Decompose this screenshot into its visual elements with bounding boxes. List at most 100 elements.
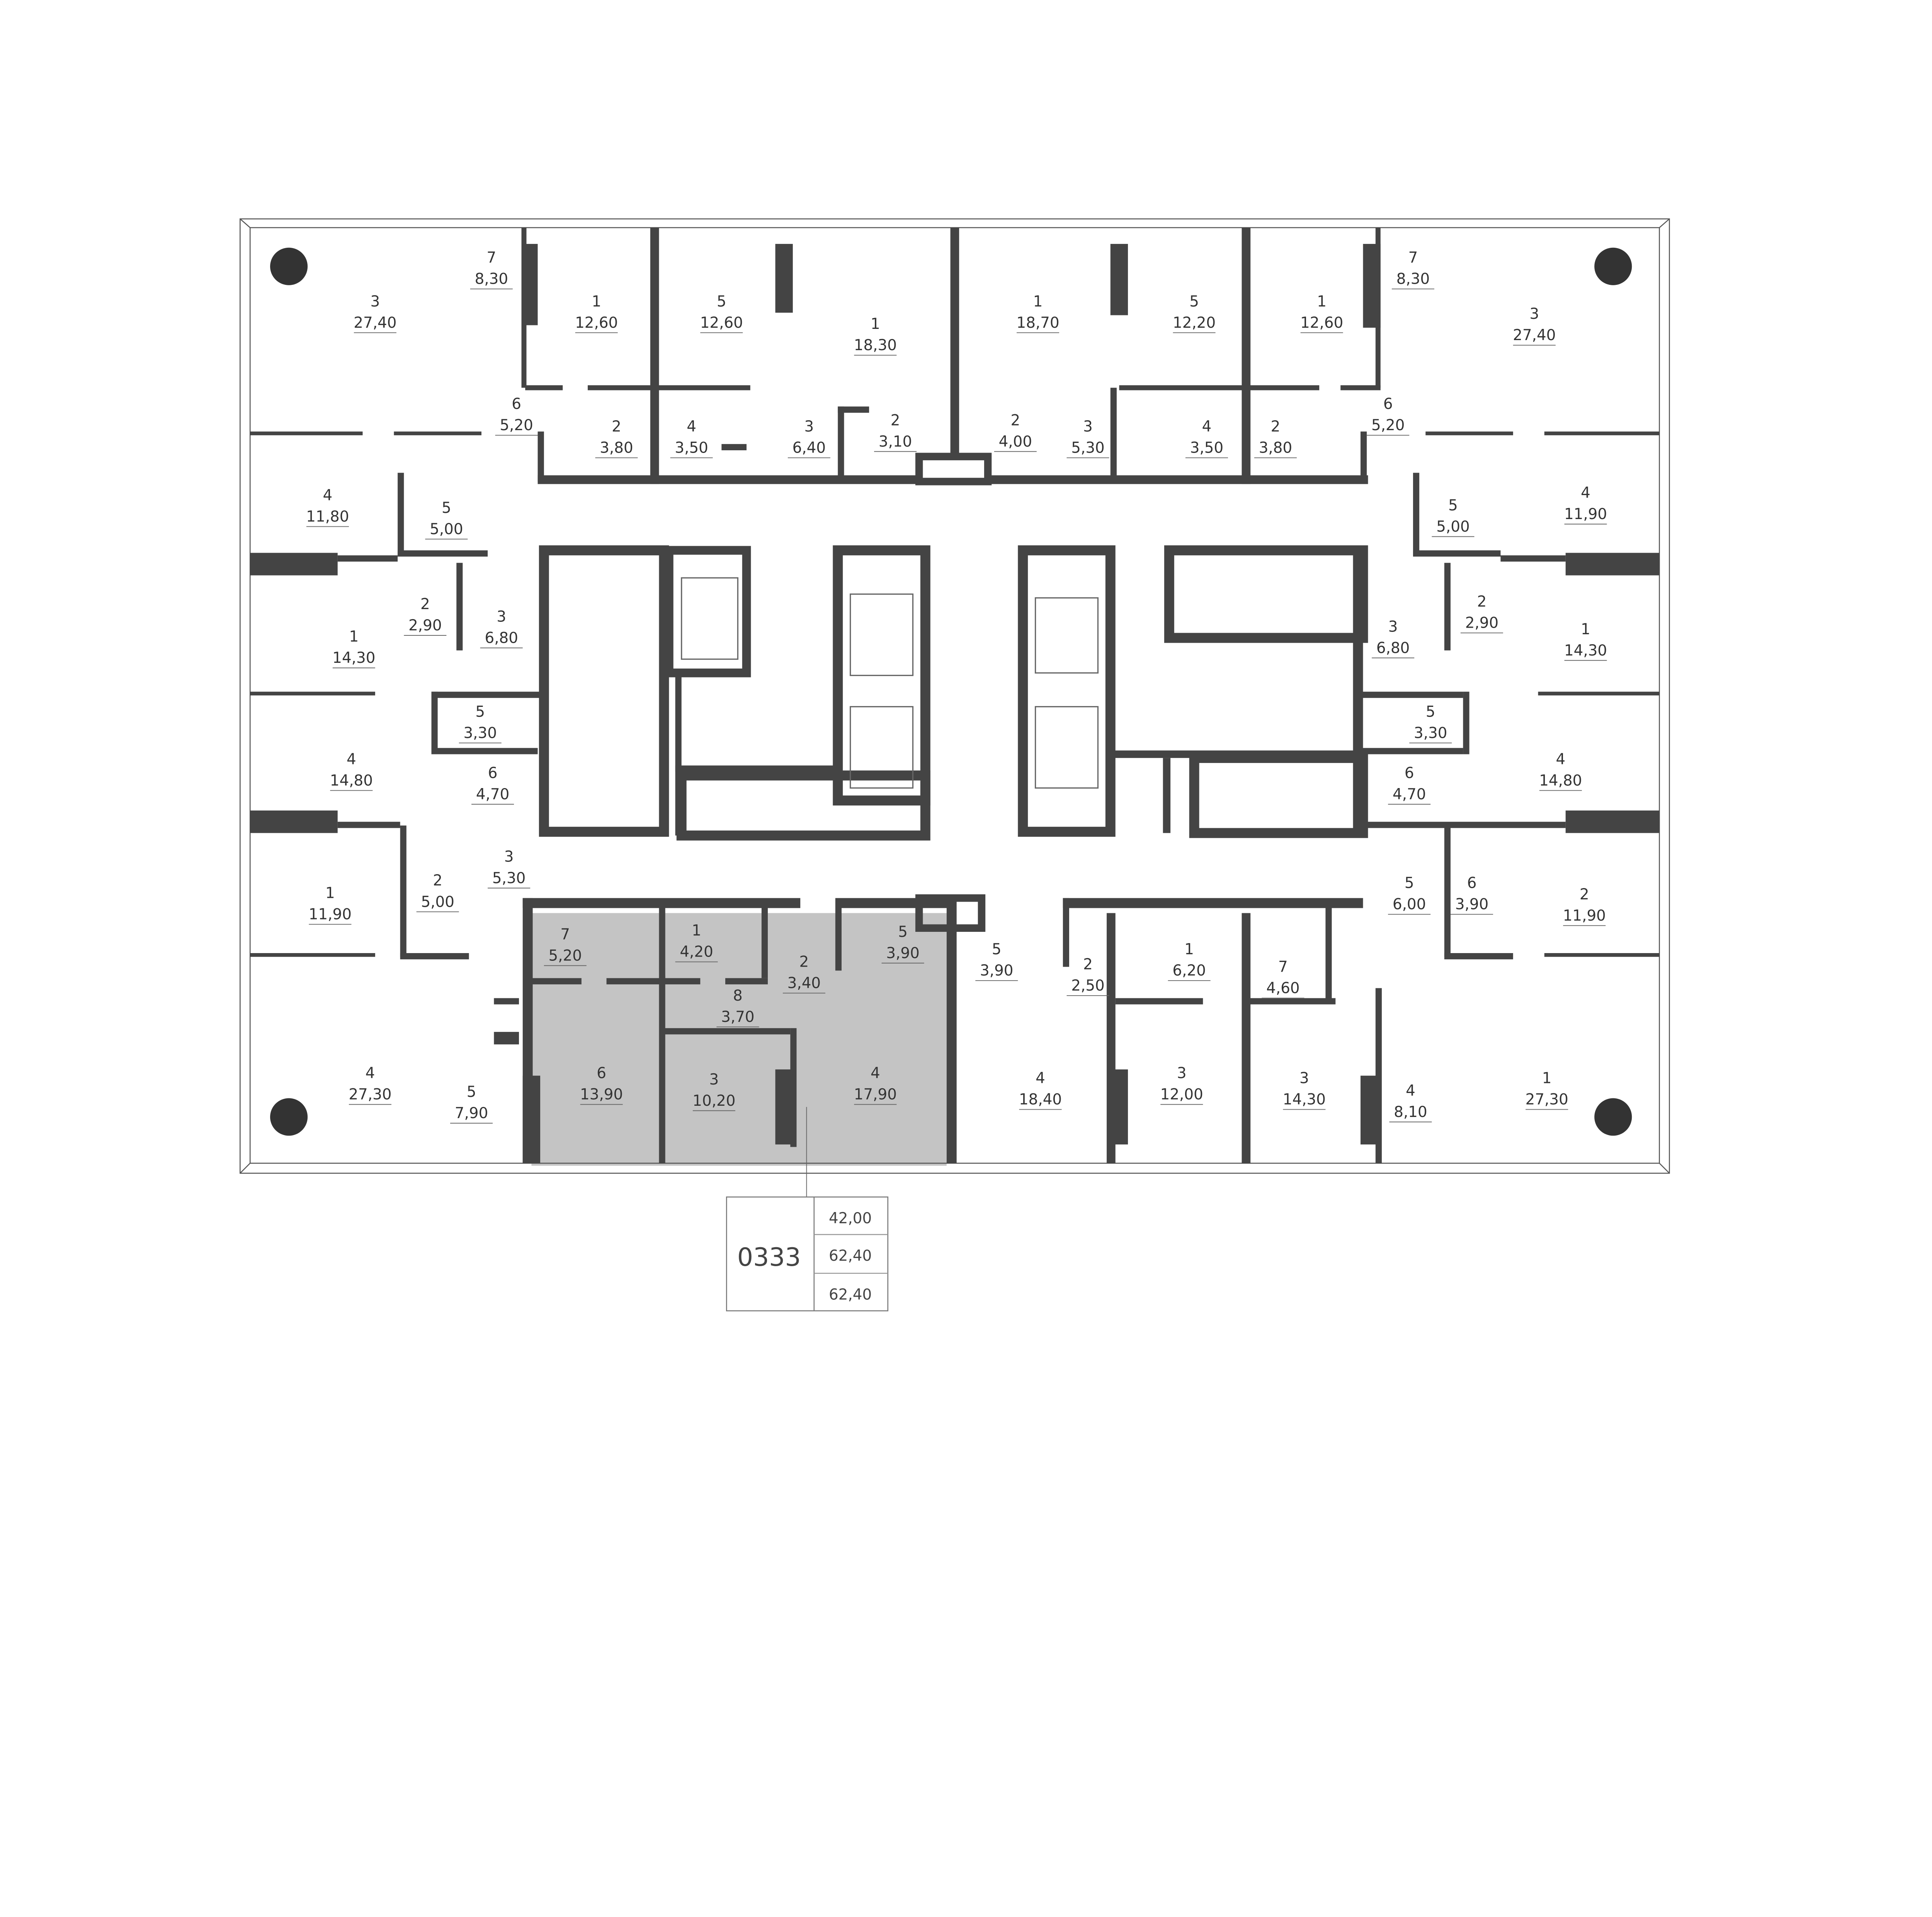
room-number: 2 xyxy=(1083,956,1093,973)
room-label: 411,90 xyxy=(1564,484,1607,524)
column-icon xyxy=(270,1098,308,1136)
room-area: 2,50 xyxy=(1071,977,1104,994)
room-number: 4 xyxy=(366,1065,375,1082)
room-area: 3,90 xyxy=(886,945,919,962)
room-area: 12,00 xyxy=(1160,1086,1203,1103)
room-label: 312,00 xyxy=(1160,1065,1203,1105)
room-area: 14,30 xyxy=(332,649,375,667)
room-area: 17,90 xyxy=(854,1086,897,1103)
room-area: 3,80 xyxy=(1259,439,1292,457)
room-number: 5 xyxy=(442,499,451,517)
room-area: 7,90 xyxy=(455,1105,488,1122)
apartment-legend: 0333 42,00 62,40 62,40 xyxy=(726,1196,889,1311)
room-area: 14,30 xyxy=(1564,642,1607,659)
room-area: 4,00 xyxy=(999,433,1032,450)
room-label: 65,20 xyxy=(495,395,538,436)
room-area: 13,90 xyxy=(580,1086,623,1103)
room-label: 118,30 xyxy=(854,315,897,356)
room-area: 11,90 xyxy=(309,906,352,923)
room-label: 127,30 xyxy=(1526,1070,1568,1110)
room-label: 418,40 xyxy=(1019,1070,1062,1110)
room-area: 11,90 xyxy=(1564,506,1607,523)
room-area: 3,50 xyxy=(675,439,708,457)
apartment-0333-fill[interactable] xyxy=(531,913,947,1166)
legend-value: 62,40 xyxy=(829,1247,872,1265)
room-number: 1 xyxy=(325,885,335,902)
room-label: 23,10 xyxy=(874,412,917,452)
room-area: 3,50 xyxy=(1190,439,1223,457)
room-number: 3 xyxy=(497,608,506,625)
room-number: 7 xyxy=(486,249,496,267)
highlighted-apartment[interactable] xyxy=(531,913,947,1166)
room-label: 23,40 xyxy=(782,953,825,994)
room-label: 114,30 xyxy=(1564,621,1607,661)
room-number: 1 xyxy=(349,628,359,645)
room-label: 55,00 xyxy=(425,499,468,540)
room-label: 23,80 xyxy=(1254,418,1297,458)
room-number: 2 xyxy=(1010,412,1020,429)
room-label: 78,30 xyxy=(470,249,513,289)
room-number: 4 xyxy=(1036,1070,1045,1087)
room-area: 12,60 xyxy=(700,314,743,332)
room-number: 2 xyxy=(891,412,900,429)
room-number: 1 xyxy=(1542,1070,1552,1087)
column-icon xyxy=(270,247,308,285)
room-label: 53,90 xyxy=(975,941,1018,981)
room-area: 14,30 xyxy=(1283,1091,1326,1108)
room-area: 8,30 xyxy=(1396,271,1430,288)
room-number: 2 xyxy=(612,418,621,436)
room-area: 11,80 xyxy=(306,508,349,526)
room-number: 6 xyxy=(488,764,498,782)
room-label: 65,20 xyxy=(1367,395,1410,436)
room-label: 22,50 xyxy=(1066,956,1109,996)
room-number: 3 xyxy=(504,848,514,866)
room-area: 27,30 xyxy=(1526,1091,1568,1108)
room-number: 3 xyxy=(371,293,380,310)
room-number: 5 xyxy=(717,293,726,310)
room-number: 4 xyxy=(687,418,696,436)
room-label: 16,20 xyxy=(1168,941,1211,981)
room-number: 4 xyxy=(871,1065,880,1082)
room-area: 5,00 xyxy=(1436,518,1469,535)
room-label: 111,90 xyxy=(309,885,352,925)
room-label: 83,70 xyxy=(716,987,759,1027)
room-number: 2 xyxy=(1477,593,1487,611)
room-label: 211,90 xyxy=(1563,886,1606,926)
columns xyxy=(270,247,1632,1136)
room-label: 327,40 xyxy=(354,293,396,333)
room-number: 1 xyxy=(592,293,601,310)
room-area: 6,00 xyxy=(1393,896,1426,913)
room-label: 24,00 xyxy=(994,412,1037,452)
room-label: 327,40 xyxy=(1513,305,1556,346)
room-number: 6 xyxy=(597,1065,606,1082)
room-area: 18,40 xyxy=(1019,1091,1062,1108)
walls xyxy=(250,227,1660,1163)
column-icon xyxy=(1594,1098,1632,1136)
room-number: 3 xyxy=(1083,418,1093,436)
room-label: 53,30 xyxy=(1409,703,1452,744)
room-number: 4 xyxy=(347,751,356,768)
room-number: 3 xyxy=(709,1071,719,1088)
room-label: 74,60 xyxy=(1262,958,1304,999)
room-number: 1 xyxy=(1317,293,1327,310)
room-number: 4 xyxy=(1556,751,1565,768)
room-number: 1 xyxy=(1581,621,1590,638)
room-number: 3 xyxy=(1177,1065,1187,1082)
room-area: 6,40 xyxy=(793,439,826,457)
room-number: 5 xyxy=(1426,703,1435,720)
room-area: 5,20 xyxy=(500,417,533,434)
room-number: 1 xyxy=(1033,293,1043,310)
room-label: 78,30 xyxy=(1391,249,1434,289)
room-area: 8,10 xyxy=(1394,1103,1427,1121)
room-area: 27,40 xyxy=(354,314,396,332)
room-area: 6,80 xyxy=(1376,639,1410,657)
room-label: 14,20 xyxy=(675,922,718,962)
room-label: 118,70 xyxy=(1016,293,1060,333)
room-area: 18,30 xyxy=(854,337,897,354)
room-area: 3,90 xyxy=(980,962,1013,979)
room-area: 5,20 xyxy=(1371,417,1405,434)
room-number: 2 xyxy=(1580,886,1589,903)
room-label: 411,80 xyxy=(306,487,349,527)
